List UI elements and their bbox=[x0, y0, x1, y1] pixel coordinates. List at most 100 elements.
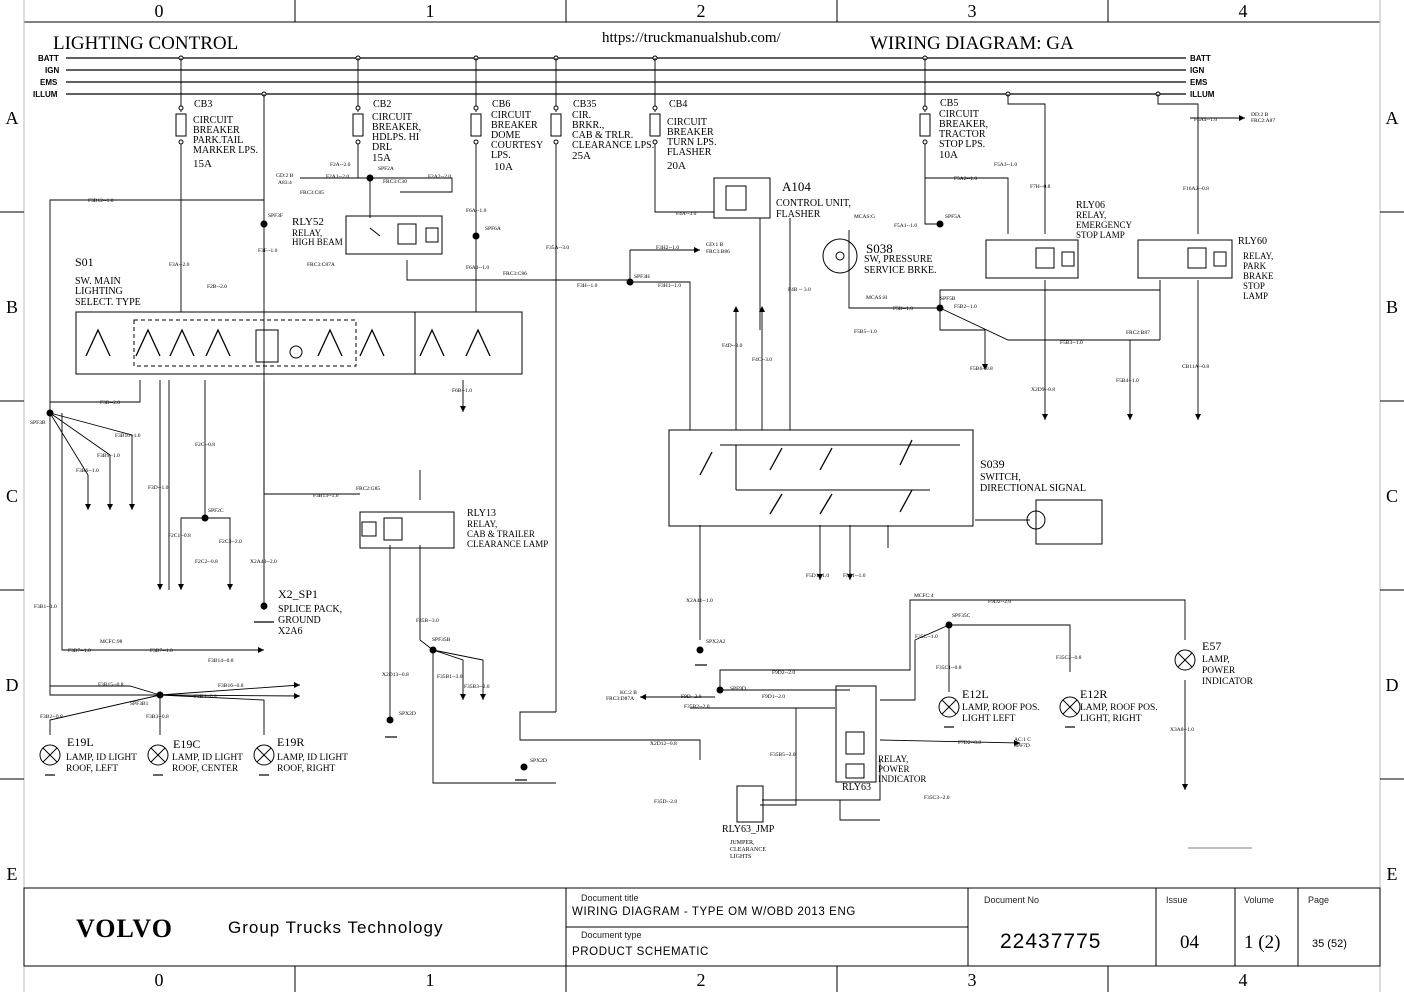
cb4-symbol bbox=[649, 105, 661, 145]
wire-kc2b: KC:2 B bbox=[620, 690, 637, 696]
s039-desc-2: DIRECTIONAL SIGNAL bbox=[980, 483, 1086, 494]
cb35-desc-2: BRKR., bbox=[572, 120, 604, 131]
s038-symbol bbox=[822, 238, 858, 274]
x2sp1-id: X2_SP1 bbox=[278, 587, 318, 601]
grid-col-0-top: 0 bbox=[155, 1, 164, 21]
doc-no: 22437775 bbox=[1000, 930, 1102, 953]
rly06-desc-3: STOP LAMP bbox=[1076, 230, 1125, 240]
source-url: https://truckmanualshub.com/ bbox=[602, 30, 782, 46]
e19c-id: E19C bbox=[173, 737, 200, 751]
wire-mcas-h: MCAS:H bbox=[866, 295, 887, 301]
rly52-id: RLY52 bbox=[292, 216, 324, 228]
wire-f4d: F4D--3.0 bbox=[722, 343, 743, 349]
cb2-id: CB2 bbox=[373, 99, 391, 110]
directional-signal-symbol bbox=[1026, 499, 1103, 545]
a104-symbol bbox=[713, 177, 771, 219]
e19l-desc-1: LAMP, ID LIGHT bbox=[66, 753, 137, 763]
cb3-desc-2: BREAKER bbox=[193, 125, 240, 136]
e57-lamp-icon bbox=[1174, 649, 1196, 671]
company-name: Group Trucks Technology bbox=[228, 918, 444, 937]
wire-f5a4: F5A4--1.0 bbox=[1194, 117, 1217, 123]
wire-spf3f: SPF3F bbox=[268, 213, 283, 219]
cb35-rating: 25A bbox=[572, 150, 591, 162]
volume-label: Volume bbox=[1244, 895, 1275, 905]
cb3-rating: 15A bbox=[193, 158, 212, 170]
wire-f3b12: F3B12--1.0 bbox=[88, 198, 114, 204]
title-block bbox=[23, 847, 1381, 967]
wire-f5e1: F5E1--1.0 bbox=[843, 573, 866, 579]
doc-no-label: Document No bbox=[984, 895, 1040, 905]
rly63jmp-desc-2: CLEARANCE bbox=[730, 847, 766, 853]
wire-frc3c87a: FRC3:C87A bbox=[307, 262, 335, 268]
wire-f2c2: F2C2--0.8 bbox=[195, 559, 218, 565]
rly63-desc-2: POWER bbox=[878, 764, 910, 774]
e12r-desc-2: LIGHT, RIGHT bbox=[1080, 714, 1142, 724]
x2sp1-desc-3: X2A6 bbox=[278, 626, 302, 637]
relays bbox=[345, 177, 1233, 823]
wire-f5a1: F5A1--1.0 bbox=[894, 223, 917, 229]
cb5-desc-3: TRACTOR bbox=[939, 129, 986, 140]
e19c-desc-1: LAMP, ID LIGHT bbox=[172, 753, 243, 763]
e12r-desc-1: LAMP, ROOF POS. bbox=[1080, 703, 1158, 713]
cb5-desc-2: BREAKER, bbox=[939, 119, 988, 130]
s038-desc-2: SERVICE BRKE. bbox=[864, 265, 937, 276]
e57-desc-3: INDICATOR bbox=[1202, 677, 1254, 687]
wire-f3b2: F3B2--0.8 bbox=[40, 714, 63, 720]
cb2-symbol bbox=[352, 105, 364, 145]
rly60-desc-4: STOP bbox=[1243, 281, 1265, 291]
wire-spx2d: SPX2D bbox=[399, 711, 416, 717]
e12r-lamp-icon bbox=[1059, 696, 1081, 718]
wire-f3b16: F3B16--0.8 bbox=[218, 683, 244, 689]
grid-labels: 0 1 2 3 4 0 1 2 3 4 A B C D E A B C D E bbox=[6, 1, 1399, 990]
cb2-desc-1: CIRCUIT bbox=[372, 112, 412, 123]
wire-spf35c: SPF35C bbox=[952, 613, 971, 619]
grid-col-3-top: 3 bbox=[968, 1, 977, 21]
e19r-id: E19R bbox=[277, 735, 304, 749]
wire-f3b: F3B--2.0 bbox=[100, 400, 120, 406]
grid-col-1-top: 1 bbox=[426, 1, 435, 21]
wire-f35b1: F35B1--3.0 bbox=[437, 674, 463, 680]
wire-x2a40: X2A40--2.0 bbox=[250, 559, 277, 565]
e19r-lamp-icon bbox=[253, 744, 275, 766]
grid-col-2-top: 2 bbox=[697, 1, 706, 21]
wire-f2a2: F2A2--2.0 bbox=[428, 174, 451, 180]
wire-f7h: F7H--0.8 bbox=[1030, 184, 1051, 190]
wire-f35b3: F35B3--2.0 bbox=[464, 684, 490, 690]
wire-f3b3: F3B3--0.8 bbox=[146, 714, 169, 720]
cb5-desc-4: STOP LPS. bbox=[939, 139, 985, 150]
wire-f6a1: F6A1--1.0 bbox=[466, 265, 489, 271]
wire-f2c3: F2C3--2.0 bbox=[219, 539, 242, 545]
cb6-desc-2: BREAKER bbox=[491, 120, 538, 131]
wire-spf6a: SPF6A bbox=[485, 226, 501, 232]
rly60-desc-3: BRAKE bbox=[1243, 271, 1274, 281]
wire-f5a3: F5A3--1.0 bbox=[994, 162, 1017, 168]
wire-f35c: F35C--1.0 bbox=[915, 634, 938, 640]
wire-spf3h: SPF3H bbox=[634, 274, 650, 280]
cb3-desc-1: CIRCUIT bbox=[193, 115, 233, 126]
rly63jmp-desc-1: JUMPER, bbox=[730, 840, 755, 846]
doc-type: PRODUCT SCHEMATIC bbox=[572, 946, 709, 958]
wire-f5b4: F5B4--1.0 bbox=[1116, 378, 1139, 384]
grid-row-e-right: E bbox=[1387, 864, 1398, 884]
rly13-id: RLY13 bbox=[467, 508, 496, 519]
wire-f5b2: F5B2--1.0 bbox=[954, 304, 977, 310]
e12l-desc-1: LAMP, ROOF POS. bbox=[962, 703, 1040, 713]
cb4-desc-1: CIRCUIT bbox=[667, 117, 707, 128]
cb35-symbol bbox=[550, 105, 562, 145]
rly06-id: RLY06 bbox=[1076, 200, 1105, 211]
volume: 1 (2) bbox=[1244, 932, 1281, 953]
cb5-rating: 10A bbox=[939, 149, 958, 161]
grid-row-b-left: B bbox=[6, 297, 18, 317]
e19r-desc-2: ROOF, RIGHT bbox=[277, 764, 336, 774]
grid-row-d-left: D bbox=[6, 675, 19, 695]
cb3-symbol bbox=[175, 105, 187, 145]
wire-f3b15: F3B15--0.8 bbox=[98, 682, 124, 688]
wire-f9d2b: F9D2--2.0 bbox=[988, 599, 1011, 605]
rly13-desc-3: CLEARANCE LAMP bbox=[467, 539, 548, 549]
grounds bbox=[45, 621, 1075, 781]
cb4-desc-4: FLASHER bbox=[667, 147, 712, 158]
wire-f35b: F35B--3.0 bbox=[416, 618, 439, 624]
a104-desc-1: CONTROL UNIT, bbox=[776, 198, 851, 209]
rly63-id: RLY63 bbox=[842, 782, 871, 793]
